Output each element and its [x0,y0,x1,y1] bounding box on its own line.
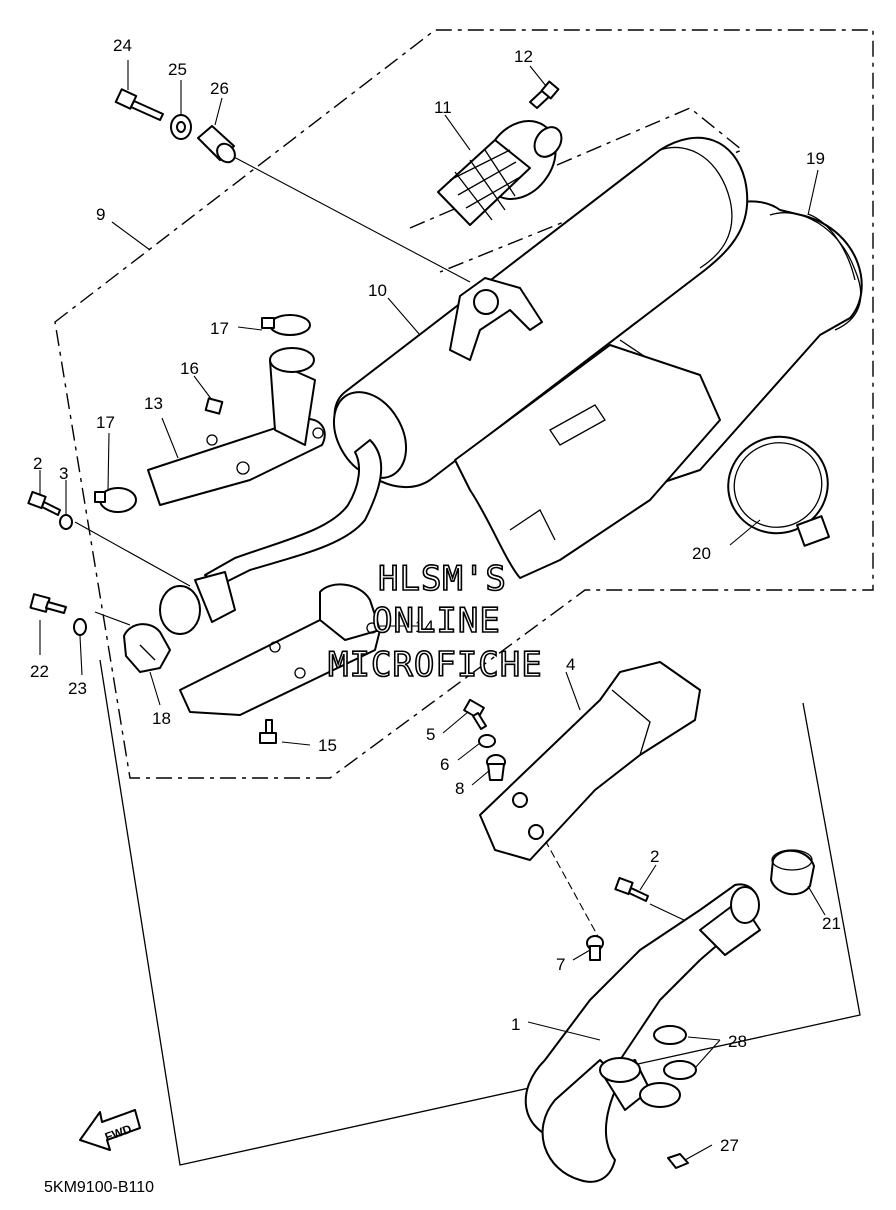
callout-7: 7 [556,955,565,974]
callout-14: 14 [415,617,434,636]
callout-12: 12 [514,47,533,66]
bolt-15 [259,719,277,744]
collar-26 [197,125,236,164]
exhaust-pipe-1 [524,883,761,1183]
watermark-line-1: HLSM'S [378,559,507,599]
muffler-body [332,136,749,489]
group-boundary-muffler [54,29,874,779]
heat-shield-lower [454,344,721,579]
callout-4: 4 [566,655,575,674]
leader-bolt-7 [544,839,601,941]
washer-3 [59,514,73,530]
clamp-20 [727,435,830,547]
clamp-17-lower [94,487,137,513]
callout-5: 5 [426,725,435,744]
callout-1: 1 [511,1015,520,1034]
bolt-2-lower [614,876,649,902]
watermark-line-2: ONLINE [372,601,501,641]
washer-23 [73,618,87,636]
pipe-upper [269,347,316,446]
callout-3: 3 [59,464,68,483]
muffler-bracket [449,277,543,361]
bolt-12 [529,80,560,109]
callout-22: 22 [30,662,49,681]
bolt-22 [29,593,67,614]
clamp-18 [123,623,171,673]
spark-arrester-screen [437,120,563,226]
gasket-28-a [653,1025,687,1045]
callout-17-lower: 17 [96,413,115,432]
grommet-8 [486,754,506,781]
callout-17-upper: 17 [210,319,229,338]
washer-25 [170,114,192,140]
gasket-21 [770,849,815,896]
callout-2-lower: 2 [650,847,659,866]
callout-18: 18 [152,709,171,728]
gasket-28-b [663,1060,697,1080]
callout-16: 16 [180,359,199,378]
callout-24: 24 [113,36,132,55]
assembly-outline [99,659,861,1166]
callout-10: 10 [368,281,387,300]
callout-6: 6 [440,755,449,774]
callout-20: 20 [692,544,711,563]
bolt-7 [586,935,604,961]
callout-8: 8 [455,779,464,798]
bolt-24 [114,88,164,121]
nut-16 [204,397,224,415]
callout-19: 19 [806,149,825,168]
callout-21: 21 [822,914,841,933]
clamp-17-upper [261,314,311,336]
nut-27 [667,1153,689,1169]
bolt-2-upper [27,490,61,516]
leader-bolt-24-to-muffler [231,155,471,283]
callout-23: 23 [68,679,87,698]
callout-2-upper: 2 [33,454,42,473]
washer-6 [478,734,496,748]
callout-15: 15 [318,736,337,755]
leader-bolt-2-to-pipe [74,521,191,587]
callout-9: 9 [96,205,105,224]
fwd-arrow-icon: FWD [79,1109,141,1151]
callout-27: 27 [720,1136,739,1155]
callout-28: 28 [728,1032,747,1051]
bolt-5 [463,698,487,730]
diagram-code: 5KM9100-B110 [44,1179,154,1196]
leader-bolt-22 [94,611,131,626]
joint-pipe [159,439,383,635]
callout-25: 25 [168,60,187,79]
callout-26: 26 [210,79,229,98]
protector-14 [179,583,381,716]
callout-11: 11 [434,98,452,117]
callout-13: 13 [144,394,163,413]
watermark-line-3: MICROFICHE [328,645,543,685]
callout-leaders [39,60,826,1161]
exhaust-pipe-protector-4 [479,661,701,861]
